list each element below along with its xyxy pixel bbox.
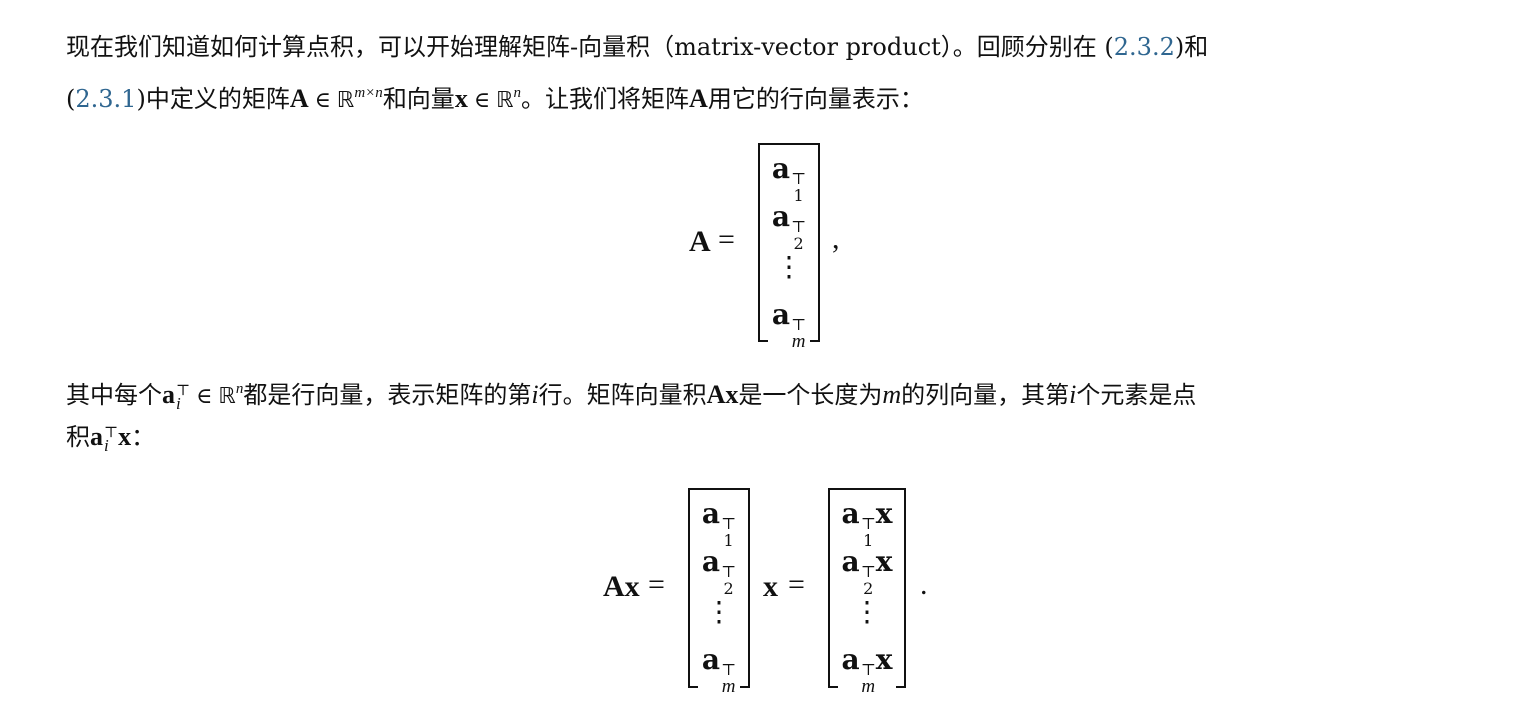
vertical-dots: ⋮ [853, 595, 881, 628]
matrix-row-1: a⊤1 [771, 152, 807, 205]
math-x: x [763, 570, 778, 603]
text: )和 [1174, 33, 1209, 61]
matrix-row-2: a⊤2 [771, 200, 807, 253]
math-i: i [1069, 380, 1077, 409]
text: 现在我们知道如何计算点积，可以开始理解矩阵-向量积（matrix-vector … [66, 33, 1114, 61]
math-in: ∈ [473, 88, 491, 113]
paragraph-2-line-1: 其中每个a⊤i∈ℝn都是行向量，表示矩阵的第i行。矩阵向量积Ax是一个长度为m的… [66, 380, 1197, 413]
vertical-dots: ⋮ [775, 250, 803, 283]
text: )中定义的矩阵 [136, 85, 290, 113]
equation-ref-2-3-1[interactable]: 2.3.1 [75, 85, 137, 113]
math-exponent: n [513, 85, 522, 101]
paragraph-1-line-1: 现在我们知道如何计算点积，可以开始理解矩阵-向量积（matrix-vector … [66, 32, 1208, 62]
math-R: ℝ [336, 88, 355, 113]
period: . [920, 568, 928, 601]
vertical-dots: ⋮ [705, 595, 733, 628]
math-A: A [689, 84, 708, 113]
row-vector-matrix: a⊤1 a⊤2 ⋮ a⊤m [688, 488, 750, 697]
text: 。让我们将矩阵 [521, 85, 690, 113]
math-R: ℝ [218, 384, 236, 409]
comma: , [832, 222, 840, 255]
math-in: ∈ [314, 88, 331, 113]
row-vector-matrix: a⊤1 a⊤2 ⋮ a⊤m [758, 143, 820, 352]
math-x: x [118, 422, 132, 451]
math-exponent: m×n [354, 85, 383, 101]
math-Ax: Ax [603, 570, 640, 603]
text: 都是行向量，表示矩阵的第 [243, 381, 532, 409]
math-x: x [454, 84, 468, 113]
text: 的列向量，其第 [901, 381, 1070, 409]
text: ： [131, 423, 156, 451]
text: 行。矩阵向量积 [538, 381, 707, 409]
matrix-row-m: a⊤m [771, 298, 807, 352]
math-A: A [689, 225, 711, 258]
math-exponent: n [235, 381, 244, 397]
equals-sign: = [788, 568, 805, 601]
text: 用它的行向量表示： [707, 85, 924, 113]
math-i: i [531, 380, 539, 409]
math-R: ℝ [496, 88, 514, 113]
text: 积 [66, 423, 90, 451]
math-A: A [289, 84, 309, 113]
paragraph-1-line-2: (2.3.1)中定义的矩阵A∈ℝm×n和向量x∈ℝn。让我们将矩阵A用它的行向量… [66, 78, 924, 116]
math-in: ∈ [196, 384, 213, 409]
matrix-row-1: a⊤1 [701, 497, 737, 550]
text: 个元素是点 [1076, 381, 1197, 409]
matrix-row-2: a⊤2 [701, 545, 737, 598]
text: ( [66, 85, 76, 113]
matrix-row-m: a⊤m [701, 643, 737, 697]
math-a: a [90, 422, 103, 451]
math-Ax: Ax [706, 380, 739, 409]
equation-ref-2-3-2[interactable]: 2.3.2 [1113, 33, 1175, 61]
math-m: m [882, 380, 902, 409]
equals-sign: = [718, 223, 735, 256]
math-a: a [162, 380, 175, 409]
text: 和向量 [382, 85, 455, 113]
equals-sign: = [648, 568, 665, 601]
text: 其中每个 [66, 381, 162, 409]
text: 是一个长度为 [738, 381, 883, 409]
